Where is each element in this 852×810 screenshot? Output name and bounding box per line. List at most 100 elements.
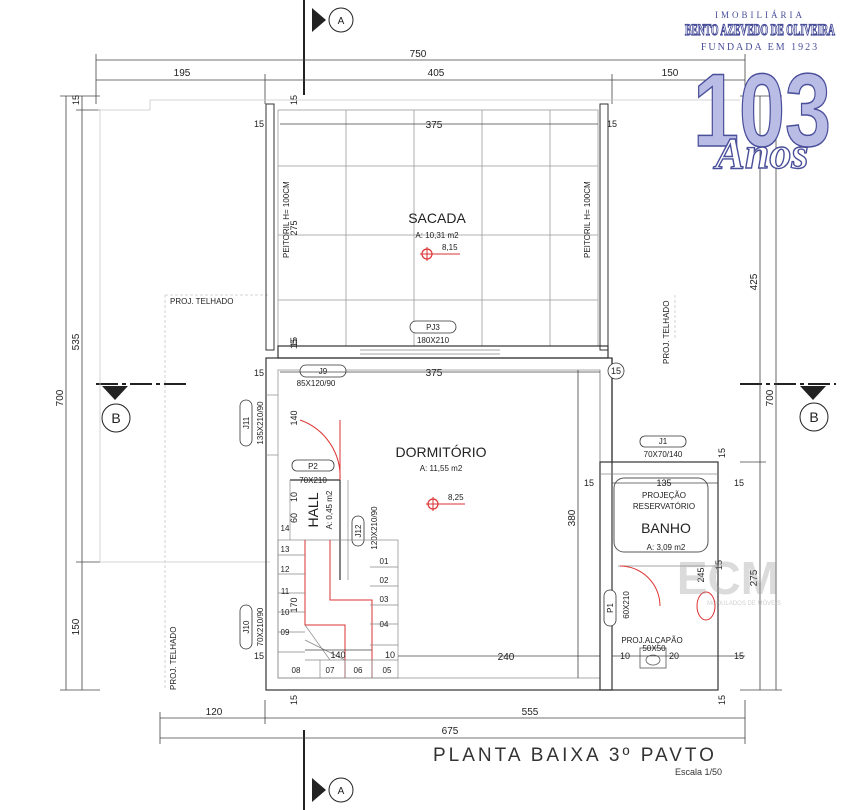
dim-s15-e: 15 <box>289 337 299 347</box>
stair-11: 11 <box>281 587 290 596</box>
section-label-a-bottom: A <box>338 786 345 797</box>
section-label-b-left: B <box>111 410 120 426</box>
dormitorio-level: 8,25 <box>448 493 464 502</box>
dimensions-bottom: 120 555 675 <box>159 700 746 744</box>
banho-name: BANHO <box>641 520 691 536</box>
stair-07: 07 <box>326 666 335 675</box>
dim-left-700: 700 <box>55 389 66 406</box>
dim-s15-c: 15 <box>289 95 299 105</box>
opening-j9-size: 85X120/90 <box>297 379 336 388</box>
dim-banho-135: 135 <box>656 478 671 488</box>
stair-03: 03 <box>380 595 389 604</box>
dim-v245: 245 <box>696 567 706 582</box>
stair-08: 08 <box>292 666 301 675</box>
staircase: 01 02 03 04 05 06 07 08 09 10 11 12 13 1… <box>277 524 399 679</box>
dim-v10: 10 <box>289 492 299 502</box>
dim-v170: 170 <box>289 597 299 612</box>
dim-s15-f: 15 <box>254 368 264 378</box>
banho-reservatorio: RESERVATÓRIO <box>633 502 695 511</box>
dim-b20: 20 <box>669 651 679 661</box>
dim-b10: 10 <box>620 651 630 661</box>
peitoril-right: PEITORIL H= 100CM <box>583 181 592 258</box>
dim-bottom-675: 675 <box>442 726 459 737</box>
dim-sacada-375: 375 <box>426 120 443 131</box>
section-label-b-right: B <box>809 409 818 425</box>
opening-pj3-tag: PJ3 <box>426 323 440 332</box>
dim-s15-h: 15 <box>584 478 594 488</box>
opening-pj3-size: 180X210 <box>417 336 450 345</box>
alcapao-size: 50X50 <box>642 644 666 653</box>
dim-bottom-555: 555 <box>522 707 539 718</box>
proj-telhado-left: PROJ. TELHADO <box>169 627 178 690</box>
dim-right-700: 700 <box>765 389 776 406</box>
dim-sacada-275: 275 <box>289 220 299 235</box>
section-marker-b-left: B <box>96 383 190 433</box>
opening-j11-size: 135X210/90 <box>256 401 265 445</box>
hall-area: A: 0,45 m2 <box>325 490 334 529</box>
sacada-area: A: 10,31 m2 <box>415 231 459 240</box>
section-marker-a-top: A <box>303 0 354 95</box>
dim-s15-g: 15 <box>611 366 621 376</box>
peitoril-left: PEITORIL H= 100CM <box>282 181 291 258</box>
opening-j10-tag: J10 <box>242 620 251 633</box>
dormitorio-name: DORMITÓRIO <box>396 444 487 460</box>
opening-j1-size: 70X70/140 <box>644 450 683 459</box>
dim-h10: 10 <box>385 650 395 660</box>
drawing-title: PLANTA BAIXA 3º PAVTO Escala 1/50 <box>433 745 722 777</box>
dimensions-misc: 15 15 15 15 15 <box>254 448 727 705</box>
logo-word: Anos <box>713 129 809 178</box>
stair-13: 13 <box>281 545 290 554</box>
stair-09: 09 <box>281 628 290 637</box>
opening-j11: J11 135X210/90 140 <box>239 394 299 456</box>
dim-s15-i: 15 <box>734 478 744 488</box>
company-logo: IMOBILIÁRIA BENTO AZEVEDO DE OLIVEIRA FU… <box>684 10 835 179</box>
stair-12: 12 <box>281 565 290 574</box>
dimensions-left: 700 535 150 15 <box>55 95 100 691</box>
dim-top-195: 195 <box>174 68 191 79</box>
proj-alcapao: PROJ.ALÇAPÃO <box>621 636 682 645</box>
room-banho: J1 70X70/140 135 15 15 PROJEÇÃO RESERVAT… <box>584 435 745 691</box>
logo-line1: IMOBILIÁRIA <box>715 10 805 20</box>
dim-right-425: 425 <box>749 273 760 290</box>
opening-j11-tag: J11 <box>242 416 251 429</box>
proj-telhado-right: PROJ. TELHADO <box>662 301 671 364</box>
section-marker-b-right: B <box>740 383 836 432</box>
dim-dorm-375: 375 <box>426 368 443 379</box>
stair-05: 05 <box>383 666 392 675</box>
hall-name: HALL <box>305 492 321 527</box>
plan-title: PLANTA BAIXA 3º PAVTO <box>433 745 717 766</box>
opening-j12: J12 120X210/90 <box>351 506 379 550</box>
stair-10: 10 <box>281 608 290 617</box>
opening-j1-tag: J1 <box>659 437 668 446</box>
dim-s15-o: 15 <box>714 560 724 570</box>
sacada-level: 8,15 <box>442 243 458 252</box>
level-marker-sacada: 8,15 <box>420 243 460 261</box>
dim-top-405: 405 <box>428 68 445 79</box>
watermark: ECM MODULADOS DE MÓVEIS <box>677 552 781 607</box>
dim-left-150: 150 <box>71 618 82 635</box>
dim-s15-d: 15 <box>289 339 299 349</box>
dim-total-top: 750 <box>410 49 427 60</box>
dim-left-535: 535 <box>71 333 82 350</box>
dim-h140: 140 <box>330 650 345 660</box>
section-marker-a-bottom: A <box>303 730 354 810</box>
dormitorio-area: A: 11,55 m2 <box>420 464 463 473</box>
logo-line3: FUNDADA EM 1923 <box>701 42 819 53</box>
sacada-name: SACADA <box>408 210 466 226</box>
watermark-tagline: MODULADOS DE MÓVEIS <box>707 600 781 607</box>
opening-j9: J9 85X120/90 375 15 15 <box>254 362 625 388</box>
opening-p2-size: 70X210 <box>299 476 327 485</box>
dim-s15-m: 15 <box>717 448 727 458</box>
watermark-brand: ECM <box>677 552 779 604</box>
opening-p1-size: 60X210 <box>622 591 631 619</box>
logo-number: 103 <box>693 53 831 169</box>
opening-p1-tag: P1 <box>606 603 615 613</box>
room-hall: P2 70X210 HALL A: 0,45 m2 60 10 <box>289 419 349 580</box>
dim-dorm-380: 380 <box>567 509 578 526</box>
plan-scale: Escala 1/50 <box>675 767 722 777</box>
logo-line2: BENTO AZEVEDO DE OLIVEIRA <box>685 22 835 39</box>
room-sacada: 375 15 15 15 275 15 PEITORIL H= 100CM PE… <box>254 95 617 351</box>
proj-telhado-top: PROJ. TELHADO <box>170 297 233 306</box>
opening-j12-size: 120X210/90 <box>370 506 379 550</box>
